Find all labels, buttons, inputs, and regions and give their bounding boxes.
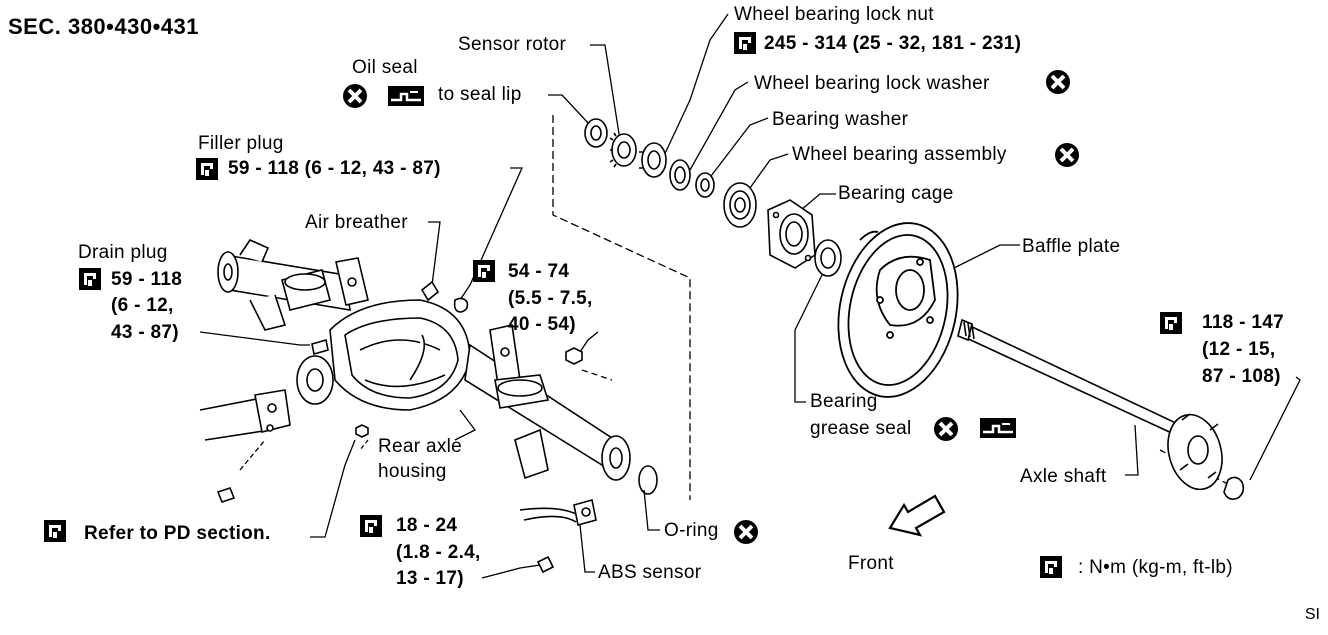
rear-axle-housing-line-1: Rear axle <box>378 436 463 457</box>
drain-plug-label: Drain plug <box>78 242 168 263</box>
drain-torque-line-2: (6 - 12, <box>111 295 174 316</box>
o-ring-label: O-ring <box>664 520 719 541</box>
do-not-reuse-icon <box>732 518 760 546</box>
torque-wrench-icon <box>360 515 382 537</box>
abs-torque-line-3: 13 - 17) <box>396 568 464 589</box>
figure-code: SI <box>1304 606 1320 623</box>
torque-wrench-icon <box>44 520 66 542</box>
o-ring-part <box>638 465 658 495</box>
bearing-washer-part <box>695 172 715 198</box>
do-not-reuse-icon <box>341 82 369 110</box>
bearing-cage-part <box>767 199 816 269</box>
do-not-reuse-icon <box>1044 68 1072 96</box>
do-not-reuse-icon <box>1053 141 1081 169</box>
wheel-bearing-assembly-label: Wheel bearing assembly <box>792 144 1007 165</box>
abs-torque-line-2: (1.8 - 2.4, <box>396 542 481 563</box>
do-not-reuse-icon <box>932 415 960 443</box>
axle-torque-line-1: 118 - 147 <box>1202 312 1284 333</box>
axle-shaft-part <box>957 318 1245 500</box>
drain-torque-line-3: 43 - 87) <box>111 322 179 343</box>
front-arrow-icon <box>888 494 946 537</box>
sensor-rotor-label: Sensor rotor <box>458 34 567 55</box>
front-label: Front <box>848 553 894 574</box>
axle-torque-line-3: 87 - 108) <box>1202 366 1281 387</box>
wheel-bearing-lock-nut-label: Wheel bearing lock nut <box>734 4 934 25</box>
lock-washer-part <box>669 159 691 191</box>
bearing-washer-label: Bearing washer <box>772 109 909 130</box>
grease-icon <box>978 416 1018 440</box>
mid-torque-line-3: 40 - 54) <box>508 314 576 335</box>
grease-icon <box>386 84 426 108</box>
baffle-plate-part <box>837 222 959 398</box>
bearing-grease-seal-line-2: grease seal <box>810 418 912 439</box>
filler-plug-label: Filler plug <box>198 133 284 154</box>
mid-torque-line-2: (5.5 - 7.5, <box>508 288 593 309</box>
axle-housing-part <box>217 238 631 481</box>
air-breather-label: Air breather <box>305 212 408 233</box>
lock-nut-torque-label: 245 - 314 (25 - 32, 181 - 231) <box>764 33 1022 54</box>
bearing-grease-seal-line-1: Bearing <box>810 391 878 412</box>
abs-sensor-part <box>519 498 597 574</box>
torque-wrench-icon <box>196 158 218 180</box>
grease-seal-part <box>814 239 842 277</box>
to-seal-lip-label: to seal lip <box>438 84 522 105</box>
wheel-bearing-part <box>723 182 757 228</box>
refer-pd-label: Refer to PD section. <box>84 523 271 544</box>
abs-torque-line-1: 18 - 24 <box>396 515 458 536</box>
drain-torque-line-1: 59 - 118 <box>111 269 183 290</box>
torque-wrench-icon <box>1040 556 1062 578</box>
torque-wrench-icon <box>734 32 756 54</box>
baffle-plate-label: Baffle plate <box>1022 236 1121 257</box>
bearing-cage-label: Bearing cage <box>838 183 954 204</box>
sensor-rotor-part <box>609 132 637 168</box>
mid-torque-line-1: 54 - 74 <box>508 261 570 282</box>
torque-wrench-icon <box>79 268 101 290</box>
oil-seal-label: Oil seal <box>352 57 418 78</box>
propeller-shaft-part <box>199 389 291 503</box>
lock-nut-part <box>639 142 667 178</box>
unit-legend-label: : N•m (kg-m, ft-lb) <box>1078 557 1233 578</box>
filler-torque-label: 59 - 118 (6 - 12, 43 - 87) <box>228 158 441 179</box>
abs-sensor-label: ABS sensor <box>598 562 702 583</box>
axle-shaft-label: Axle shaft <box>1020 466 1107 487</box>
axle-torque-line-2: (12 - 15, <box>1202 339 1276 360</box>
rear-axle-housing-line-2: housing <box>378 461 447 482</box>
torque-wrench-icon <box>1160 312 1182 334</box>
wheel-bearing-lock-washer-label: Wheel bearing lock washer <box>754 73 990 94</box>
oil-seal-part <box>584 118 608 148</box>
section-title: SEC. 380•430•431 <box>8 14 199 39</box>
torque-wrench-icon <box>473 260 495 282</box>
